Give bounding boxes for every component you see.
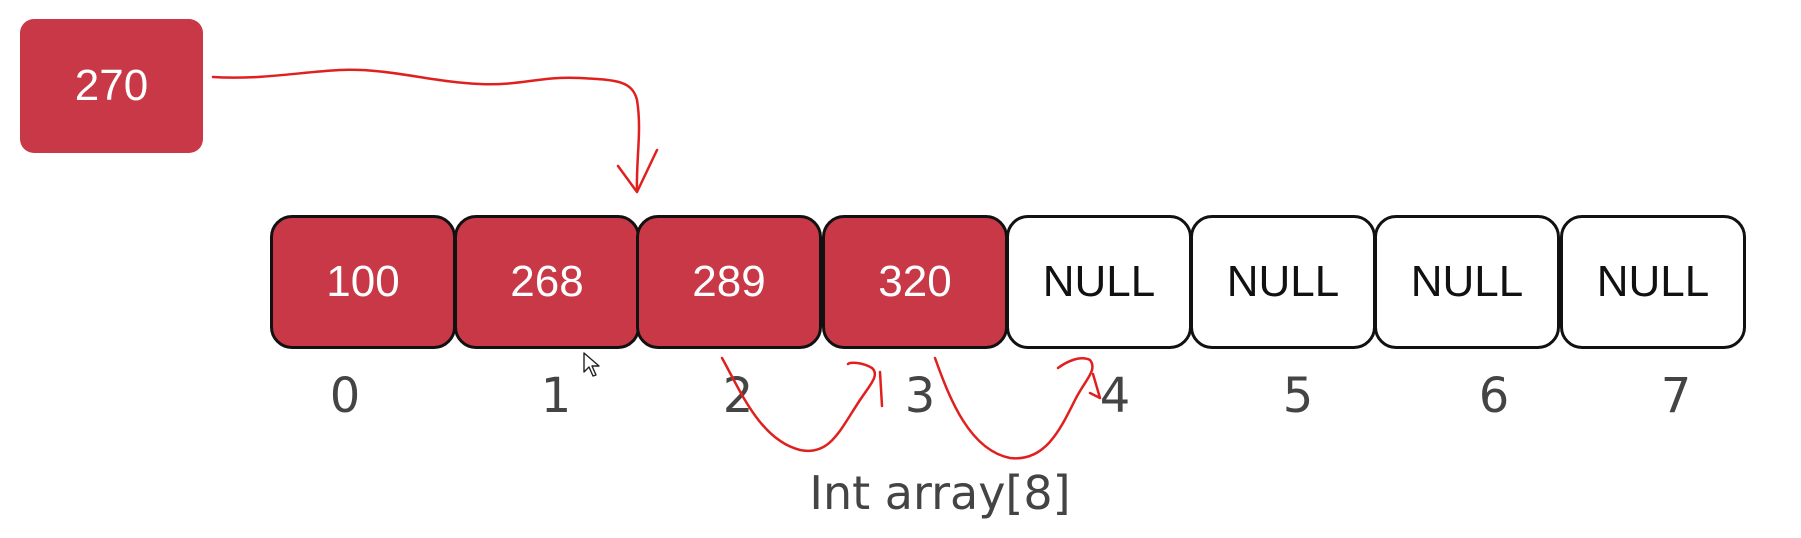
insert-arrow-head <box>616 148 659 194</box>
array-cell-5: NULL <box>1190 215 1376 349</box>
index-label-6: 6 <box>1478 368 1510 424</box>
array-cell-4: NULL <box>1006 215 1192 349</box>
array-cell-7: NULL <box>1560 215 1746 349</box>
insert-arrow-line <box>211 68 641 192</box>
index-label-5: 5 <box>1282 368 1314 424</box>
array-cell-3: 320 <box>822 215 1008 349</box>
array-cell-0: 100 <box>270 215 456 349</box>
array-cell-6: NULL <box>1374 215 1560 349</box>
array-cell-2: 289 <box>636 215 822 349</box>
index-label-1: 1 <box>540 368 572 424</box>
index-label-4: 4 <box>1099 368 1131 424</box>
shift-arrow-3-to-4 <box>933 356 1094 460</box>
index-label-3: 3 <box>904 368 936 424</box>
array-row: 100 268 289 320 NULL NULL NULL NULL <box>270 215 1750 354</box>
index-label-0: 0 <box>329 368 361 424</box>
index-label-2: 2 <box>722 368 754 424</box>
mouse-cursor-icon <box>583 352 600 377</box>
shift-arrow-2-to-3-head <box>878 370 884 408</box>
array-cell-1: 268 <box>454 215 640 349</box>
new-value-box: 270 <box>20 19 203 153</box>
index-label-7: 7 <box>1660 368 1692 424</box>
array-caption: Int array[8] <box>809 466 1071 520</box>
